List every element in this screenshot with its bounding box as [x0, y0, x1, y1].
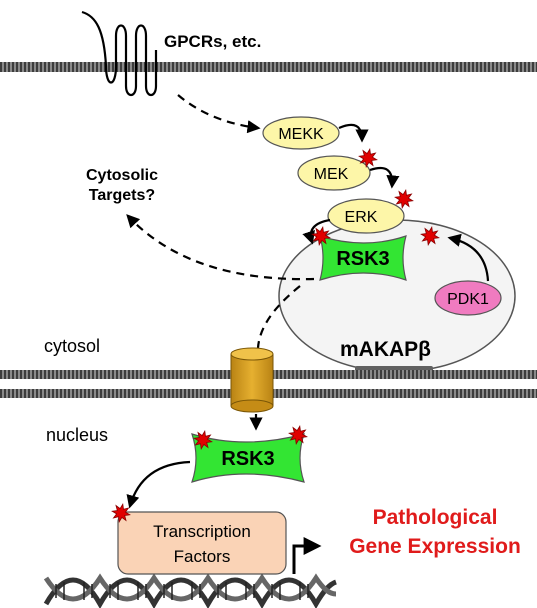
phospho-mark-icon	[193, 430, 213, 450]
pathological-line2: Gene Expression	[349, 535, 521, 558]
gpcrs-label: GPCRs, etc.	[164, 32, 261, 51]
nuclear-pore	[230, 353, 274, 407]
phospho-mark-icon	[111, 503, 131, 523]
cytosol-label: cytosol	[44, 336, 100, 356]
rsk3-to-cytosolic-arrow	[126, 214, 315, 281]
rsk3-nucleus-node	[191, 433, 305, 483]
phospho-mark-icon	[394, 189, 414, 209]
rsk3-to-pore-arrow	[256, 285, 301, 349]
transcription-start-arrow	[292, 537, 322, 574]
cytosolic-targets-line1: Cytosolic	[86, 167, 158, 184]
rsk3-cytosol-node	[319, 235, 407, 281]
rsk3-cytosol-label: RSK3	[336, 248, 389, 270]
mekk-node	[262, 116, 340, 150]
makap-label: mAKAPβ	[340, 338, 431, 361]
rsk3-nucleus-label: RSK3	[221, 448, 274, 470]
transcription-factors-node	[117, 511, 287, 575]
pdk1-to-rsk3-arrow	[447, 233, 490, 282]
pdk1-label: PDK1	[447, 291, 489, 308]
phospho-mark-icon	[311, 226, 331, 246]
gpcr-to-mekk-arrow	[177, 94, 261, 134]
mek-to-erk-arrow	[369, 166, 400, 189]
rsk3-to-tf-arrow	[126, 460, 191, 509]
tf-line1: Transcription	[153, 522, 251, 541]
pathological-line1: Pathological	[373, 506, 498, 529]
erk-label: ERK	[345, 209, 378, 226]
cytosolic-targets-line2: Targets?	[89, 187, 155, 204]
plasma-membrane	[0, 62, 537, 72]
erk-to-rsk3-arrow	[302, 218, 331, 245]
dna-helix	[43, 573, 337, 608]
phosphorylation-marks	[111, 148, 440, 523]
nuclear-pore-top	[230, 347, 274, 361]
phospho-mark-icon	[420, 226, 440, 246]
nucleus-label: nucleus	[46, 425, 108, 445]
mekk-label: MEKK	[278, 126, 324, 143]
phospho-mark-icon	[358, 148, 378, 168]
phospho-mark-icon	[288, 425, 308, 445]
mek-node	[297, 155, 371, 191]
mek-label: MEK	[314, 166, 349, 183]
tf-line2: Factors	[174, 547, 231, 566]
nuclear-pore-bottom	[230, 399, 274, 413]
mekk-to-mek-arrow	[338, 123, 369, 143]
erk-node	[327, 198, 405, 234]
gpcr-icon	[81, 10, 158, 97]
pdk1-node	[434, 280, 502, 316]
